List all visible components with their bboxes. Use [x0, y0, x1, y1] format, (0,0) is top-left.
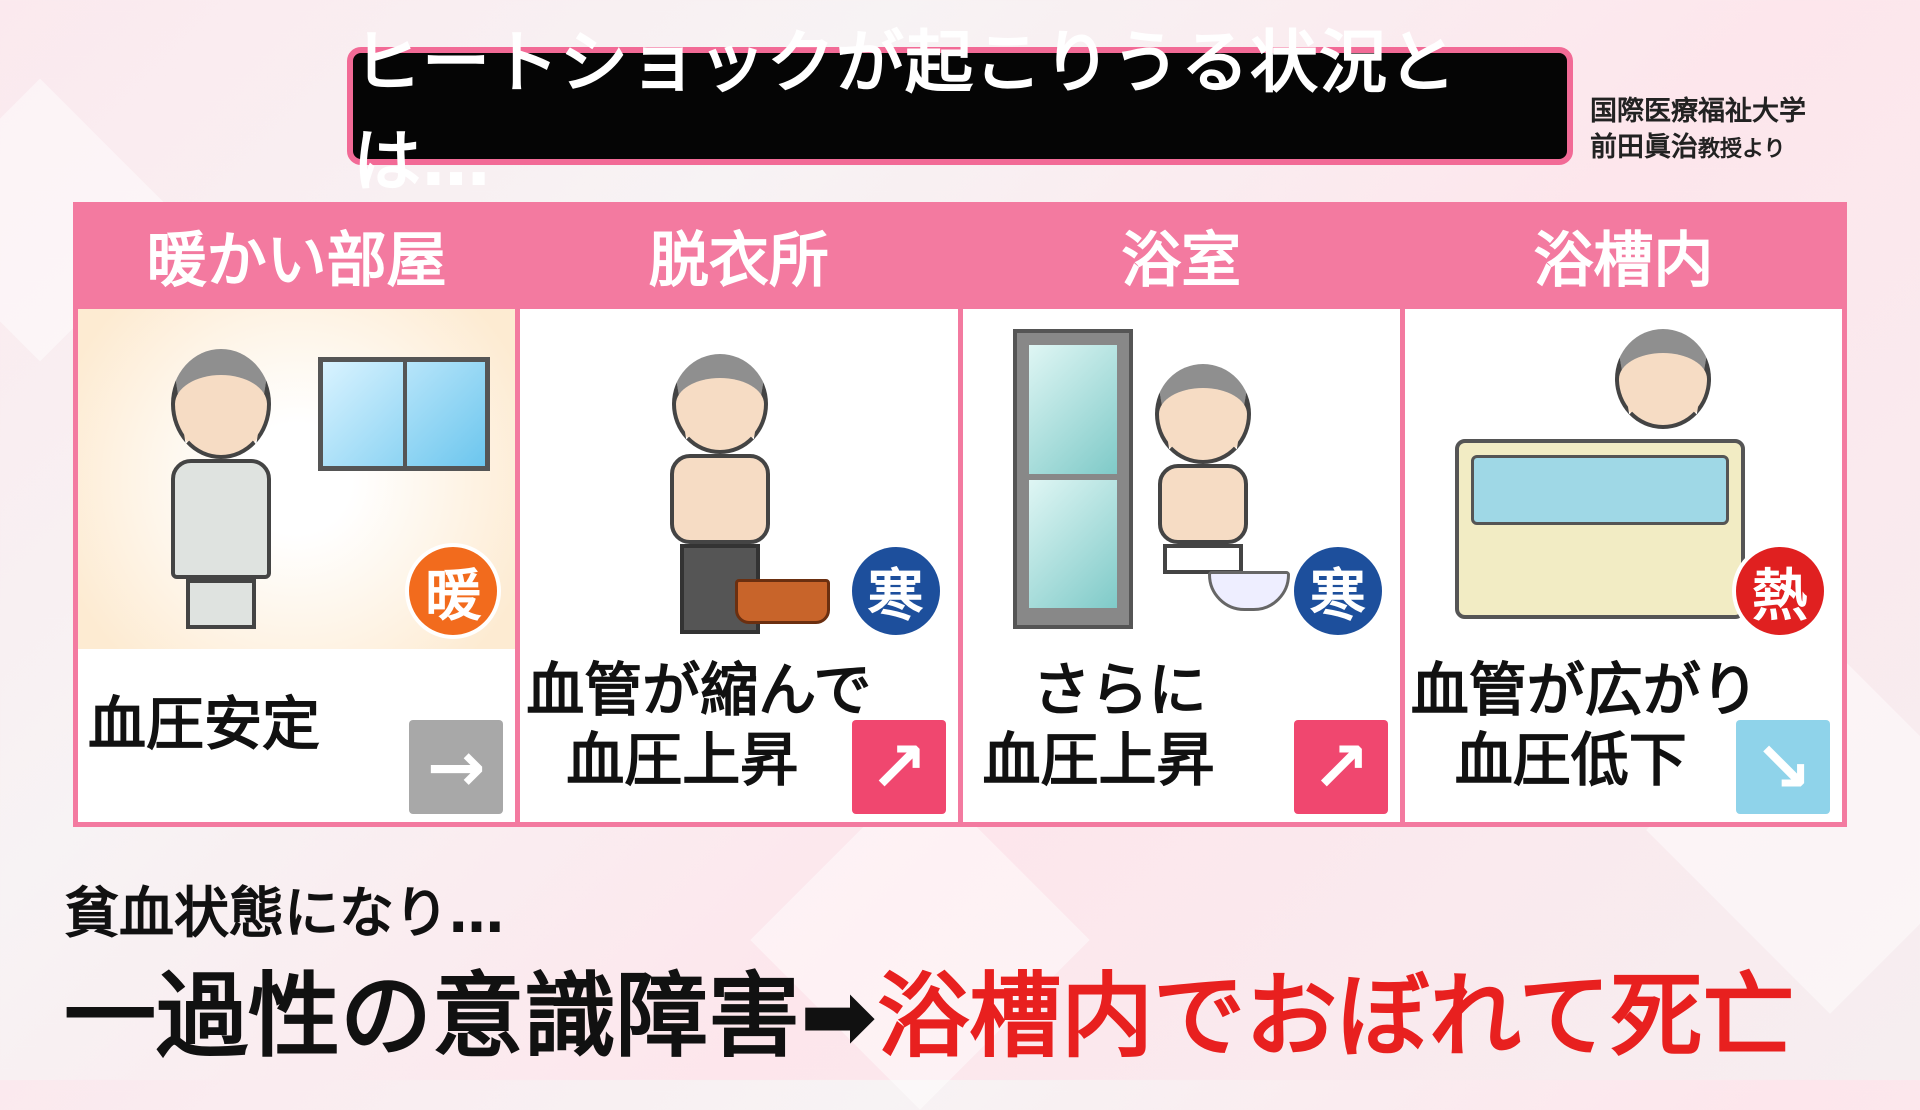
attribution: 国際医療福祉大学 前田眞治教授より: [1590, 94, 1806, 168]
arrow-up-right-icon: ↗: [851, 720, 946, 814]
column-changing-room: 脱衣所 寒 血管が縮んで 血圧上昇 ↗: [520, 202, 958, 822]
arrow-up-right-icon: ↗: [1293, 720, 1388, 814]
column-bathtub: 浴槽内 熱 血管が広がり 血圧低下 ↘: [1404, 202, 1842, 822]
bathtub-icon: [1454, 439, 1745, 619]
column-header: 暖かい部屋: [78, 202, 516, 309]
column-header: 浴槽内: [1404, 202, 1842, 309]
arrow-right-icon: →: [409, 720, 504, 814]
attribution-affiliation: 国際医療福祉大学: [1590, 96, 1806, 127]
caption-cause: 一過性の意識障害: [64, 963, 801, 1070]
elderly-man-dizzy-icon: [1614, 329, 1711, 429]
text-line: 血圧上昇: [566, 726, 799, 794]
situation-table: 暖かい部屋 暖 血圧安定 → 脱衣所 寒 血管が縮んで 血圧上昇 ↗ 浴室 寒: [73, 202, 1847, 827]
column-header: 浴室: [962, 202, 1400, 309]
text-line: 血圧上昇: [982, 726, 1215, 794]
column-warm-room: 暖かい部屋 暖 血圧安定 →: [78, 202, 516, 822]
arrow-right-icon: ➡: [800, 963, 878, 1070]
caption-line-1: 貧血状態になり…: [64, 881, 505, 945]
text-line: 血圧安定: [88, 690, 321, 758]
text-line: 血圧低下: [1454, 726, 1687, 794]
cold-badge: 寒: [1289, 543, 1386, 639]
illustration-bathroom: 寒: [962, 309, 1400, 649]
arrow-down-right-icon: ↘: [1736, 720, 1830, 814]
text-line: 血管が縮んで: [526, 656, 872, 724]
caption-outcome: 浴槽内でおぼれて死亡: [877, 963, 1795, 1070]
text-line: 血管が広がり: [1410, 656, 1759, 724]
illustration-bathtub: 熱: [1404, 309, 1842, 649]
cold-badge: 寒: [847, 543, 944, 639]
laundry-basket-icon: [735, 579, 831, 624]
column-text: 血管が広がり 血圧低下 ↘: [1405, 649, 1842, 822]
caption-line-2: 一過性の意識障害➡浴槽内でおぼれて死亡: [64, 942, 1794, 1075]
wash-basin-icon: [1207, 571, 1290, 611]
bathroom-door-icon: [1012, 329, 1133, 629]
illustration-warm-room: 暖: [78, 309, 516, 649]
column-text: 血管が縮んで 血圧上昇 ↗: [520, 649, 957, 822]
column-text: さらに 血圧上昇 ↗: [963, 649, 1400, 822]
text-line: さらに: [1032, 656, 1207, 724]
column-header: 脱衣所: [520, 202, 958, 309]
warm-badge: 暖: [405, 543, 502, 639]
illustration-changing-room: 寒: [520, 309, 958, 649]
attribution-suffix: 教授より: [1698, 137, 1786, 162]
page-title: ヒートショックが起こりうる状況とは…: [347, 24, 1573, 202]
elderly-man-shivering-icon: [1148, 364, 1258, 574]
elderly-man-standing-icon: [166, 349, 276, 629]
hot-badge: 熱: [1732, 543, 1828, 639]
window-icon: [318, 357, 490, 471]
column-bathroom: 浴室 寒 さらに 血圧上昇 ↗: [962, 202, 1400, 822]
attribution-name: 前田眞治: [1590, 132, 1698, 163]
column-text: 血圧安定 →: [78, 649, 515, 822]
